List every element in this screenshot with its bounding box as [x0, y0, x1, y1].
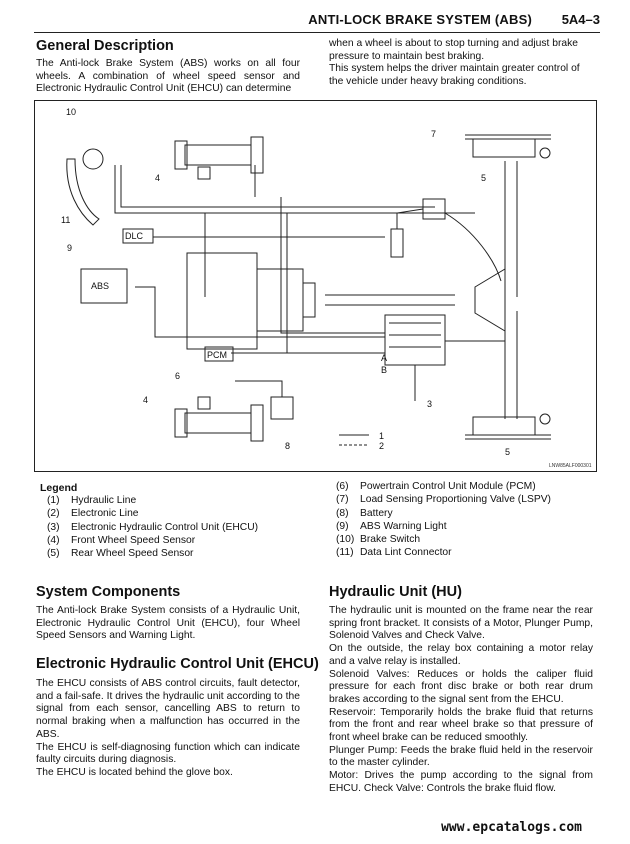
- line-top-1: [114, 165, 475, 214]
- abs-system-diagram: 10 4 7 5 11 DLC 9 ABS PCM 6 A B 3 4 8 1 …: [34, 100, 597, 472]
- front-wheel-lower-hub: [174, 408, 188, 438]
- ehcu-detail: [389, 322, 441, 348]
- rear-wheel-upper-hub: [539, 147, 551, 159]
- legend-item: (11)Data Lint Connector: [336, 547, 452, 559]
- battery-box: [270, 396, 294, 420]
- line-top-2: [120, 165, 435, 208]
- legend-item: (1)Hydraulic Line: [47, 495, 137, 506]
- callout-4-upper: 4: [155, 173, 160, 183]
- rear-wheel-upper-rim: [465, 134, 551, 140]
- brake-booster: [82, 148, 104, 170]
- callout-2: 2: [379, 441, 384, 451]
- lspv-unit: [422, 198, 446, 220]
- transmission: [256, 268, 304, 332]
- legend-item: (9)ABS Warning Light: [336, 520, 447, 532]
- rear-wheel-upper: [472, 139, 536, 158]
- callout-6: 6: [175, 371, 180, 381]
- front-sensor-lower: [197, 396, 211, 410]
- relay-a-label: A: [381, 353, 387, 363]
- rear-wheel-lower-rim: [465, 434, 551, 440]
- legend-right-column: (6)Powertrain Control Unit Module (PCM) …: [336, 480, 551, 560]
- line-down-2: [286, 213, 385, 354]
- transfer-case: [303, 282, 316, 318]
- callout-1: 1: [379, 431, 384, 441]
- propeller-shaft: [325, 294, 455, 306]
- front-wheel-upper-hub: [174, 140, 188, 170]
- callout-5-lower: 5: [505, 447, 510, 457]
- pcm-label: PCM: [207, 350, 227, 360]
- front-wheel-lower-rotor: [250, 404, 264, 442]
- hydraulic-unit-text: The hydraulic unit is mounted on the fra…: [329, 605, 593, 794]
- callout-10: 10: [66, 107, 76, 117]
- legend-heading: Legend: [40, 482, 78, 494]
- system-components-heading: System Components: [36, 584, 181, 600]
- page-number: 5A4–3: [561, 12, 600, 27]
- watermark-url: www.epcatalogs.com: [441, 820, 582, 835]
- rear-wheel-lower-hub: [539, 413, 551, 425]
- brake-pedal: [66, 158, 100, 226]
- ehcu-heading: Electronic Hydraulic Control Unit (EHCU): [36, 656, 319, 672]
- front-sensor-upper: [197, 166, 211, 180]
- legend-item: (3)Electronic Hydraulic Control Unit (EH…: [47, 521, 259, 533]
- legend-item: (8)Battery: [336, 507, 393, 519]
- front-wheel-upper-rotor: [250, 136, 264, 174]
- callout-9: 9: [67, 243, 72, 253]
- legend-item: (2)Electronic Line: [47, 508, 139, 520]
- callout-11: 11: [61, 215, 70, 225]
- header-rule: [34, 32, 600, 33]
- rear-wheel-lower: [472, 416, 536, 435]
- line-down-1: [280, 197, 385, 334]
- diagram-code: LNW85ALF000301: [549, 463, 592, 469]
- legend-item: (6)Powertrain Control Unit Module (PCM): [336, 481, 536, 492]
- legend-left-column: (1)Hydraulic Line (2)Electronic Line (3)…: [47, 494, 258, 560]
- lspv-line: [444, 212, 502, 282]
- callout-8: 8: [285, 441, 290, 451]
- general-description-right-text: when a wheel is about to stop turning an…: [329, 38, 580, 88]
- ehcu-text: The EHCU consists of ABS control circuit…: [36, 678, 300, 778]
- relay-b-label: B: [381, 365, 387, 375]
- hydraulic-unit-heading: Hydraulic Unit (HU): [329, 584, 462, 600]
- legend-item: (4)Front Wheel Speed Sensor: [47, 534, 196, 546]
- rear-axle-upper: [504, 161, 518, 297]
- legend-item: (7)Load Sensing Proportioning Valve (LSP…: [336, 494, 551, 506]
- legend-item: (10)Brake Switch: [336, 534, 421, 546]
- lspv-rod: [390, 228, 404, 258]
- lspv-link: [396, 208, 424, 229]
- callout-5-upper: 5: [481, 173, 486, 183]
- pcm-box: [204, 346, 234, 362]
- callout-4-lower: 4: [143, 395, 148, 405]
- system-components-text: The Anti-lock Brake System consists of a…: [36, 605, 300, 642]
- line-abs: [135, 286, 385, 338]
- rear-axle-lower: [504, 311, 518, 419]
- callout-7: 7: [431, 129, 436, 139]
- abs-warning-box: [80, 268, 128, 304]
- front-wheel-upper: [184, 144, 252, 166]
- legend-item: (5)Rear Wheel Speed Sensor: [47, 548, 194, 560]
- general-description-heading: General Description: [36, 38, 174, 54]
- section-title: ANTI-LOCK BRAKE SYSTEM (ABS): [308, 12, 532, 27]
- dlc-label: DLC: [125, 231, 144, 241]
- dlc-box: [122, 228, 154, 244]
- abs-schematic-svg: 10 4 7 5 11 DLC 9 ABS PCM 6 A B 3 4 8 1 …: [61, 107, 592, 469]
- general-description-left-text: The Anti-lock Brake System (ABS) works o…: [36, 58, 300, 95]
- abs-label: ABS: [91, 281, 109, 291]
- engine-block: [186, 252, 258, 350]
- battery-line: [235, 380, 283, 397]
- callout-3: 3: [427, 399, 432, 409]
- front-wheel-lower: [184, 412, 252, 434]
